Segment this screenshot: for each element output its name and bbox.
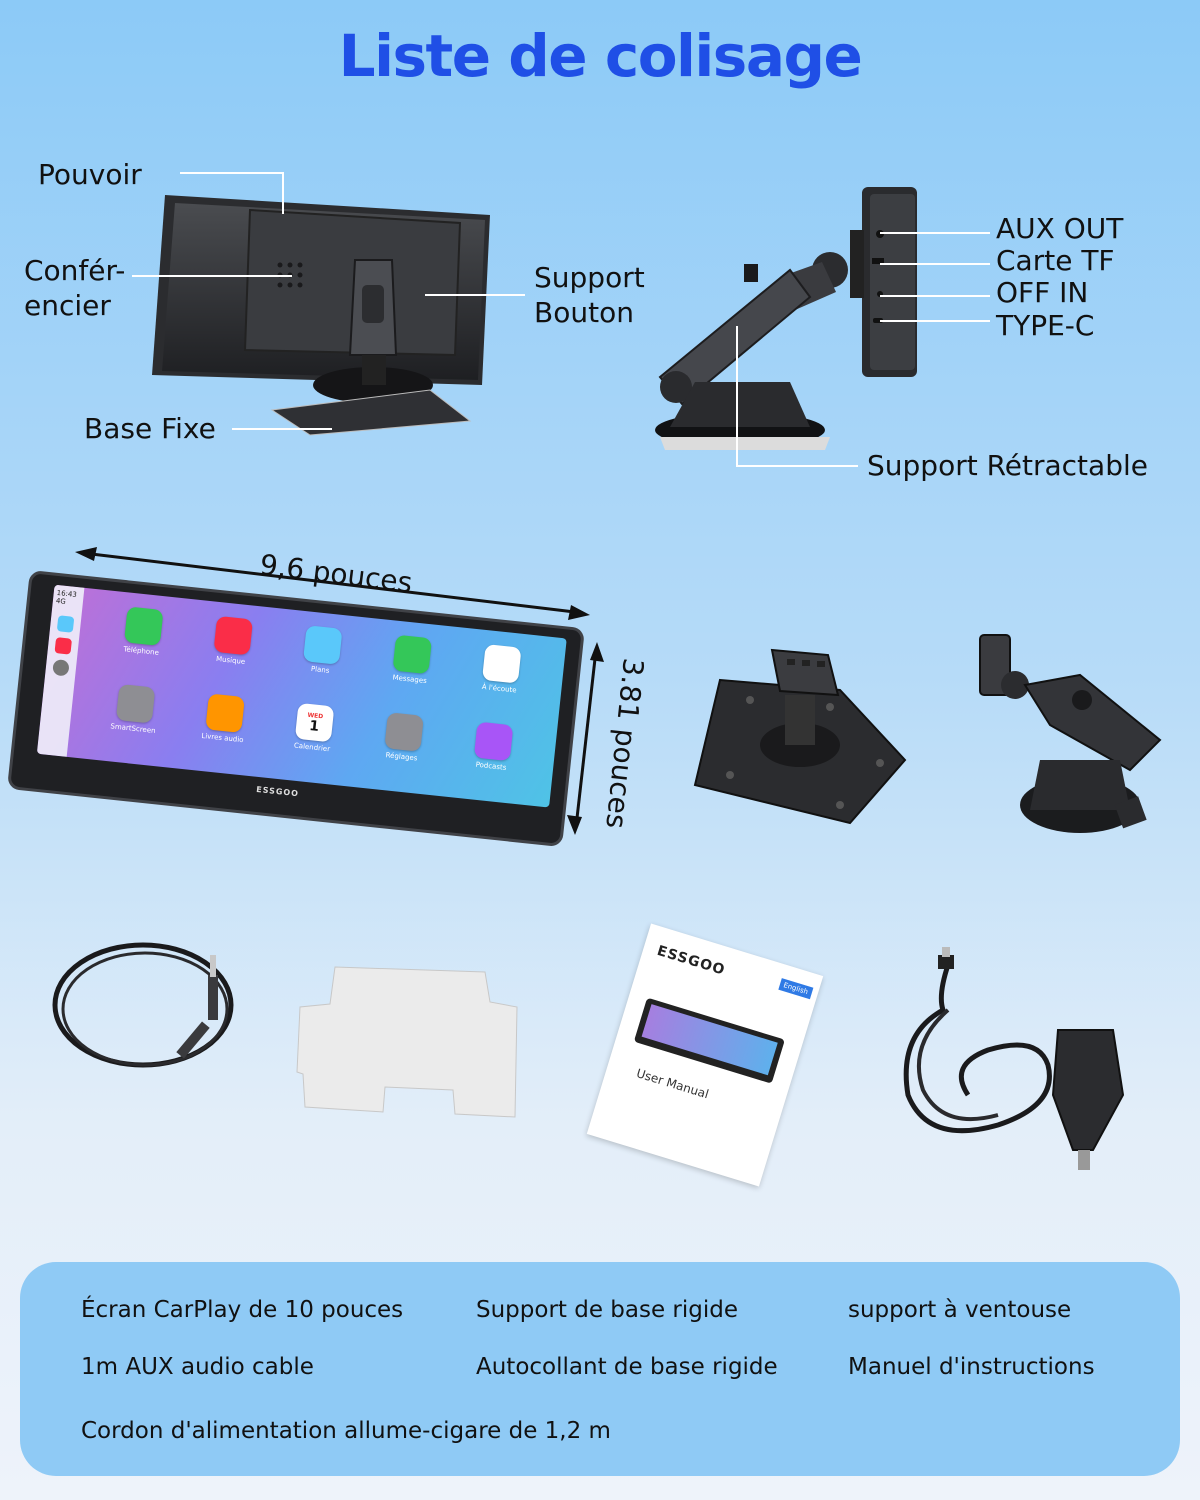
book-icon	[205, 693, 245, 733]
carplay-app-label: Téléphone	[123, 645, 160, 657]
support-retractable-label: Support Rétractable	[867, 449, 1148, 482]
rigid-base-holder-image	[693, 648, 907, 825]
carplay-app-label: Livres audio	[201, 731, 244, 745]
carplay-app-3[interactable]: Messages	[362, 632, 459, 713]
carplay-app-label: À l'écoute	[481, 682, 517, 695]
calendar-date: 1	[308, 717, 320, 735]
package-contents-summary: Écran CarPlay de 10 pouces Support de ba…	[20, 1262, 1180, 1476]
page-title: Liste de colisage	[338, 22, 863, 90]
suction-cup-mount-image	[979, 634, 1162, 833]
carplay-app-1[interactable]: Musique	[183, 613, 280, 694]
rigid-base-sticker-image	[296, 966, 518, 1118]
manual-brand: ESSGOO	[655, 942, 728, 979]
carplay-app-9[interactable]: Podcasts	[443, 719, 540, 800]
carplay-app-label: SmartScreen	[110, 722, 156, 735]
carplay-app-4[interactable]: À l'écoute	[451, 641, 548, 722]
item-aux-cable: 1m AUX audio cable	[81, 1354, 314, 1380]
carplay-app-0[interactable]: Téléphone	[93, 604, 190, 685]
aux-cable-image	[52, 942, 234, 1068]
home-icon	[115, 683, 156, 724]
screen-side-view-image	[655, 187, 917, 450]
carplay-app-8[interactable]: Réglages	[354, 709, 451, 790]
dimension-width-arrow	[75, 547, 590, 620]
carplay-app-label: Réglages	[385, 751, 418, 763]
base-fixe-label: Base Fixe	[84, 412, 216, 445]
user-manual-image: ESSGOO English User Manual	[586, 923, 824, 1187]
cigarette-lighter-cord-image	[903, 947, 1125, 1170]
waveform-icon	[481, 644, 522, 684]
message-icon	[392, 634, 433, 675]
off-in-label: OFF IN	[996, 276, 1089, 309]
item-carplay-screen: Écran CarPlay de 10 pouces	[81, 1297, 404, 1323]
sidebar-maps-icon[interactable]	[56, 615, 75, 633]
carplay-app-label: Musique	[215, 654, 246, 666]
sidebar-siri-icon[interactable]	[52, 658, 70, 677]
conferencier-label-line2: encier	[24, 289, 111, 322]
sidebar-music-icon[interactable]	[54, 637, 73, 655]
manual-title: User Manual	[634, 1066, 711, 1102]
phone-icon	[123, 606, 164, 646]
maps-icon	[302, 625, 343, 665]
carplay-app-6[interactable]: Livres audio	[175, 691, 272, 772]
carplay-app-label: Plans	[310, 664, 330, 675]
pouvoir-label: Pouvoir	[38, 158, 142, 191]
screen-back-view-image	[152, 195, 490, 436]
gear-icon	[384, 712, 424, 752]
carte-tf-label: Carte TF	[996, 244, 1115, 277]
dimension-height-arrow	[567, 642, 604, 835]
carplay-app-label: Podcasts	[475, 760, 507, 772]
item-suction-cup-mount: support à ventouse	[848, 1297, 1072, 1323]
carplay-app-label: Calendrier	[293, 741, 331, 754]
carplay-app-5[interactable]: SmartScreen	[85, 681, 182, 762]
type-c-label: TYPE-C	[996, 309, 1095, 342]
manual-language-tag: English	[778, 978, 814, 1000]
conferencier-label-line1: Confér-	[24, 254, 126, 287]
item-user-manual: Manuel d'instructions	[848, 1354, 1095, 1380]
podcast-icon	[473, 721, 514, 762]
status-signal: 4G	[55, 596, 67, 606]
item-rigid-base-holder: Support de base rigide	[476, 1297, 739, 1323]
item-rigid-base-sticker: Autocollant de base rigide	[476, 1354, 778, 1380]
carplay-app-2[interactable]: Plans	[272, 622, 369, 703]
support-label-line1: Support	[534, 261, 645, 294]
support-label-line2: Bouton	[534, 296, 634, 329]
item-cigarette-lighter-cord: Cordon d'alimentation allume-cigare de 1…	[81, 1418, 611, 1444]
dimension-height-label: 3.81 pouces	[599, 656, 650, 831]
aux-out-label: AUX OUT	[996, 212, 1124, 245]
carplay-app-label: Messages	[392, 673, 428, 686]
music-icon	[213, 615, 254, 656]
